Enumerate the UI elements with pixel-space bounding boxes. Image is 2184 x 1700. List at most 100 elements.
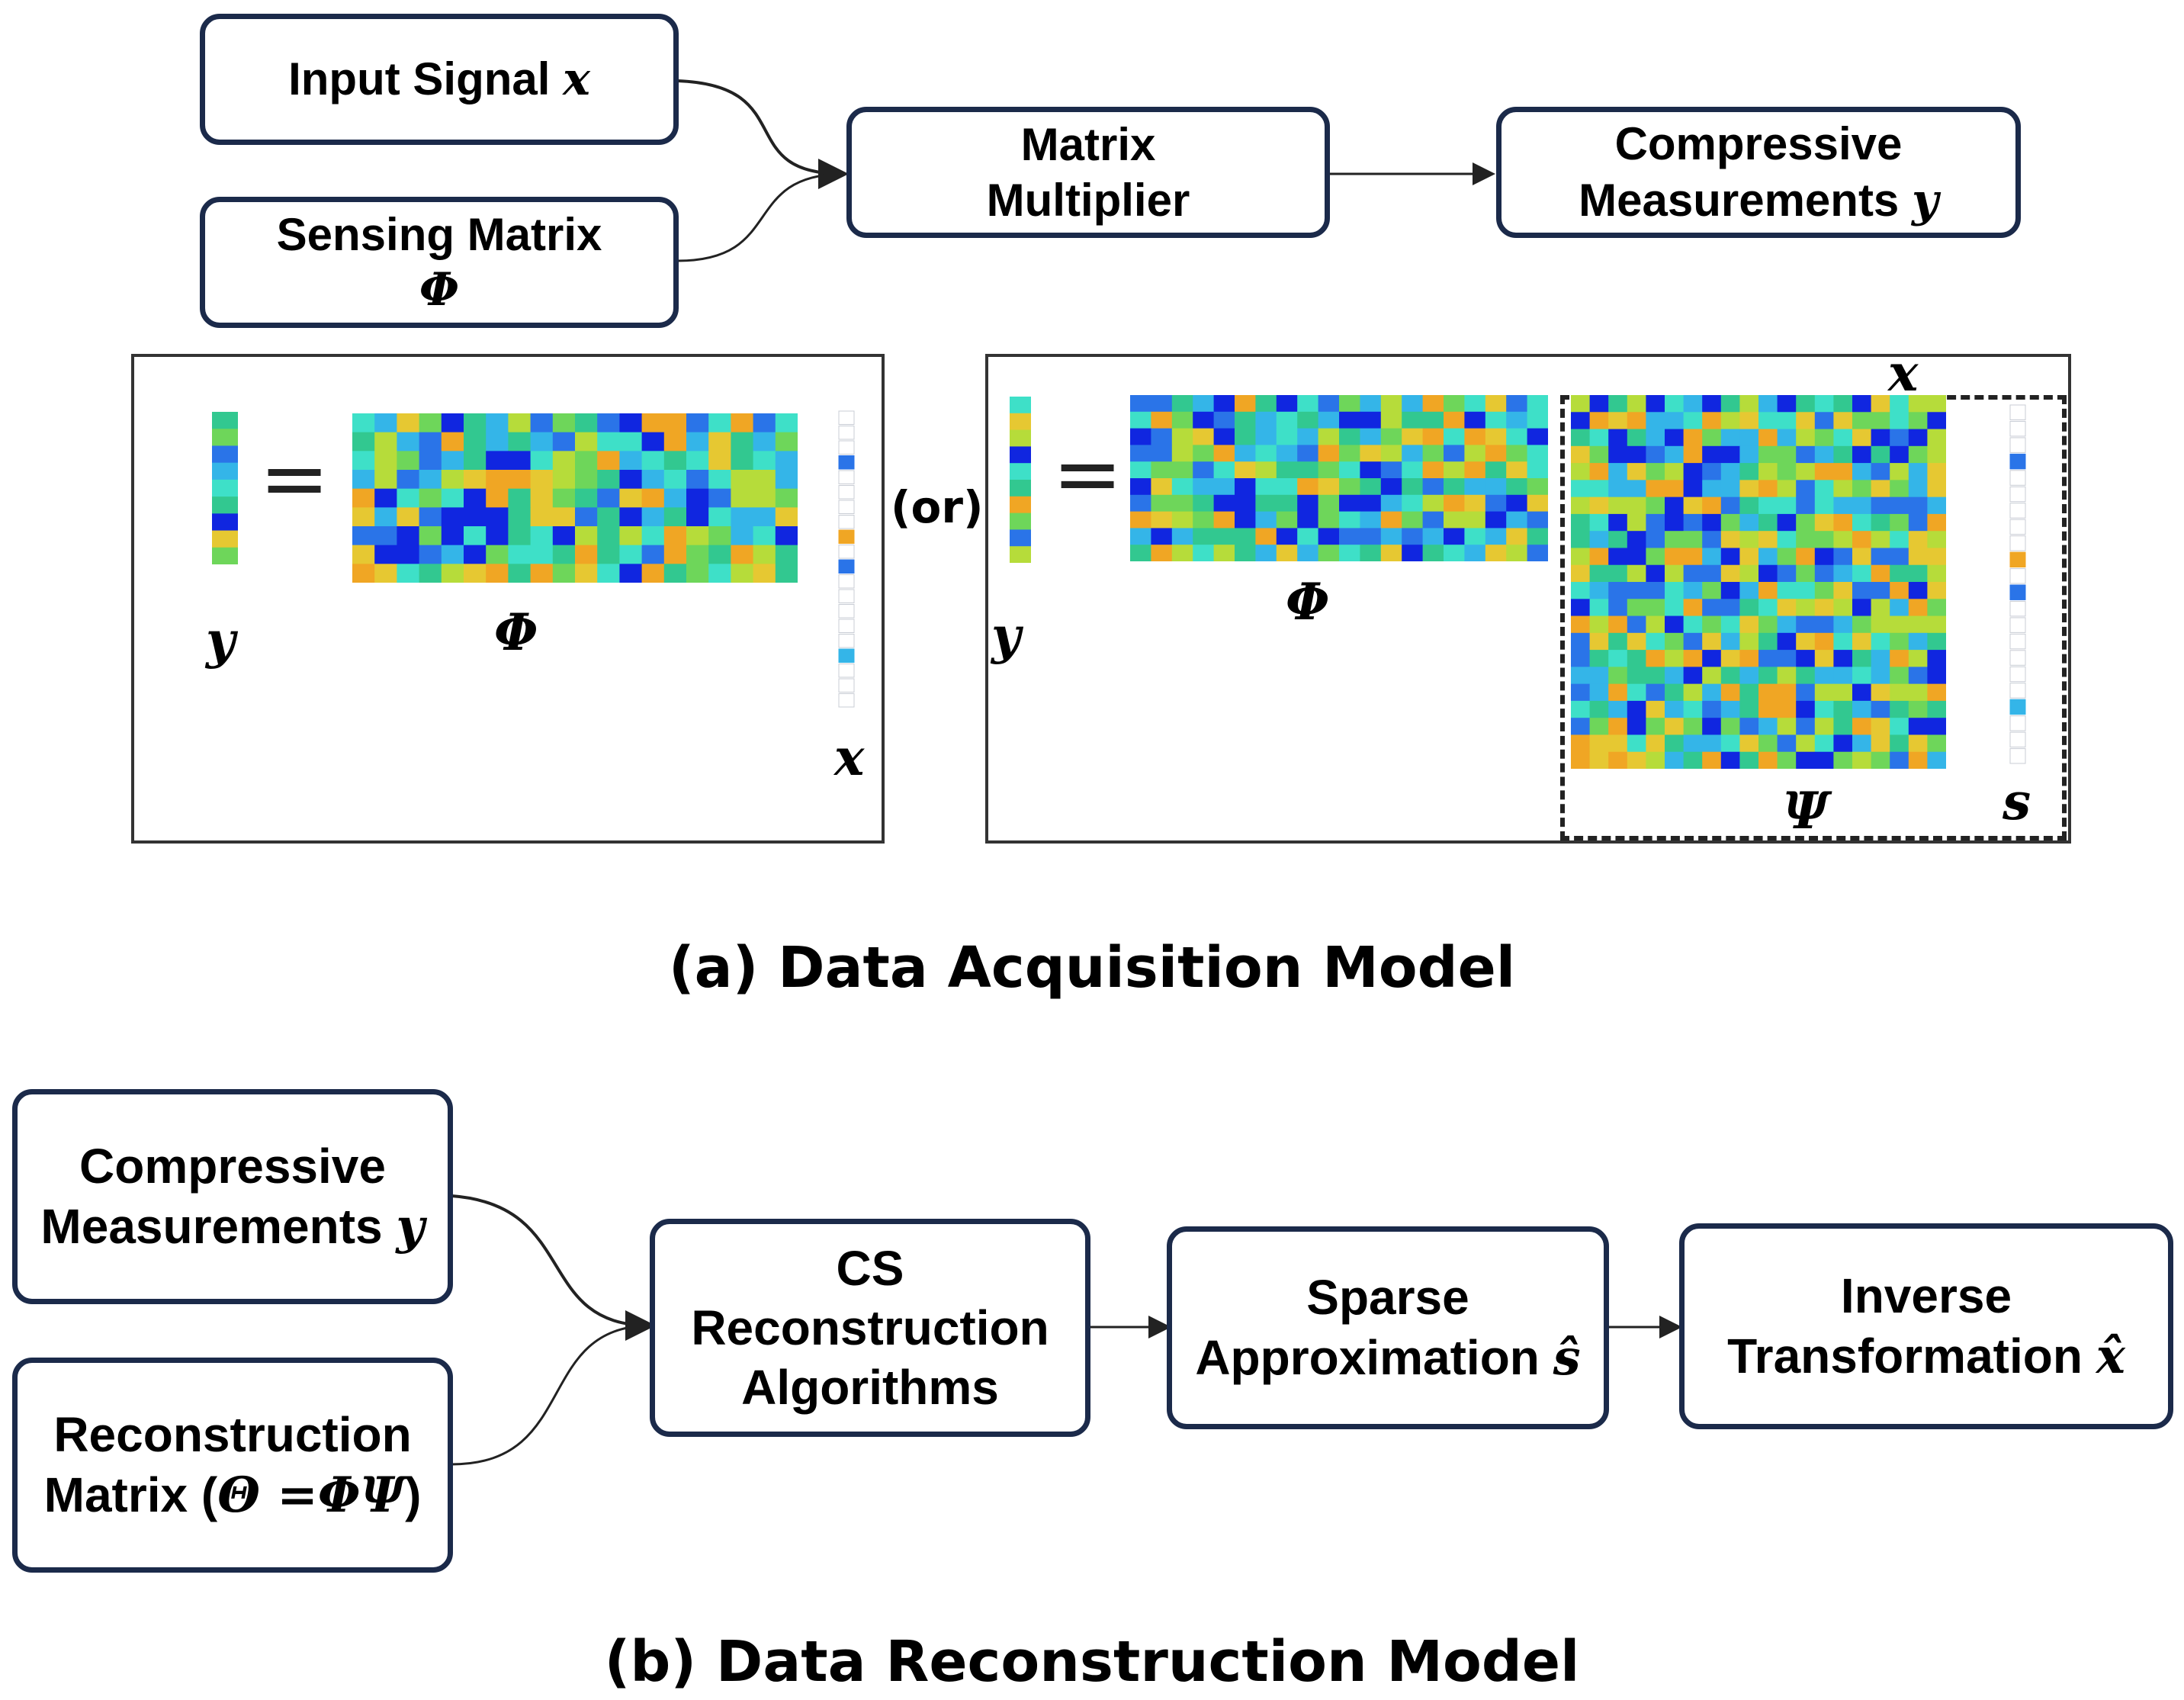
psi-matrix-cell bbox=[1833, 751, 1853, 769]
phi-matrix-cell bbox=[1235, 528, 1256, 545]
acquisition-caption: (a) Data Acquisition Model bbox=[668, 935, 1516, 1001]
psi-matrix-cell bbox=[1683, 429, 1703, 447]
psi-matrix-cell bbox=[1571, 548, 1591, 566]
psi-matrix-cell bbox=[1777, 667, 1797, 685]
phi-matrix-cell bbox=[1422, 545, 1444, 561]
phi-matrix-cell bbox=[1527, 511, 1548, 529]
matrix-multiplier-line2: Multiplier bbox=[986, 175, 1190, 226]
phi-matrix-cell bbox=[1276, 545, 1298, 561]
phi-matrix-cell bbox=[775, 488, 798, 508]
psi-matrix-cell bbox=[1758, 548, 1778, 566]
rec-compressive-measurements-var: y bbox=[396, 1197, 425, 1255]
psi-matrix-cell bbox=[1683, 497, 1703, 515]
phi-matrix-cell bbox=[1506, 395, 1528, 413]
phi-matrix-cell bbox=[686, 507, 709, 527]
phi-matrix-cell bbox=[1527, 411, 1548, 429]
phi-matrix-cell bbox=[597, 564, 620, 583]
psi-matrix-cell bbox=[1871, 582, 1890, 599]
rec-compressive-measurements-line1: Compressive bbox=[79, 1139, 386, 1194]
psi-matrix-cell bbox=[1927, 463, 1946, 480]
phi-matrix-cell bbox=[1402, 511, 1424, 529]
phi-matrix-cell bbox=[397, 488, 420, 508]
psi-matrix-cell bbox=[1608, 395, 1628, 413]
psi-matrix-cell bbox=[1608, 751, 1628, 769]
psi-matrix-cell bbox=[1814, 683, 1834, 702]
psi-matrix-cell bbox=[1739, 751, 1759, 769]
psi-matrix-cell bbox=[1777, 564, 1797, 583]
phi-matrix-cell bbox=[731, 564, 754, 583]
psi-matrix-cell bbox=[1608, 650, 1628, 667]
psi-matrix-cell bbox=[1627, 683, 1646, 702]
psi-matrix-cell bbox=[1608, 615, 1628, 634]
psi-matrix-cell bbox=[1608, 531, 1628, 548]
psi-matrix-cell bbox=[1777, 412, 1797, 430]
psi-matrix-cell bbox=[1589, 615, 1609, 634]
psi-matrix-cell bbox=[1890, 564, 1909, 583]
s-vector-cell bbox=[2009, 420, 2026, 437]
phi-matrix-cell bbox=[486, 507, 509, 527]
phi-matrix-cell bbox=[1193, 545, 1215, 561]
x-vector-cell bbox=[838, 470, 855, 484]
psi-matrix-cell bbox=[1646, 615, 1665, 634]
phi-matrix-cell bbox=[441, 432, 464, 452]
psi-matrix-cell bbox=[1739, 497, 1759, 515]
psi-matrix-cell bbox=[1739, 582, 1759, 599]
phi-matrix-cell bbox=[1485, 461, 1507, 479]
psi-matrix-cell bbox=[1646, 582, 1665, 599]
psi-matrix-cell bbox=[1608, 497, 1628, 515]
left-y-label: y bbox=[206, 610, 236, 670]
phi-matrix-cell bbox=[530, 470, 554, 490]
psi-matrix-cell bbox=[1814, 615, 1834, 634]
psi-matrix-cell bbox=[1890, 463, 1909, 480]
psi-matrix-cell bbox=[1871, 531, 1890, 548]
phi-matrix-cell bbox=[1130, 395, 1151, 413]
phi-matrix-cell bbox=[1527, 528, 1548, 545]
phi-matrix-cell bbox=[1255, 478, 1277, 496]
phi-matrix-cell bbox=[508, 488, 532, 508]
phi-matrix-cell bbox=[464, 564, 487, 583]
phi-matrix-cell bbox=[731, 488, 754, 508]
phi-matrix-cell bbox=[1527, 428, 1548, 445]
phi-matrix-cell bbox=[619, 451, 643, 471]
phi-matrix-cell bbox=[708, 526, 731, 546]
psi-matrix-cell bbox=[1852, 395, 1872, 413]
psi-matrix-cell bbox=[1665, 582, 1685, 599]
psi-matrix-cell bbox=[1833, 599, 1853, 617]
psi-matrix-cell bbox=[1777, 700, 1797, 718]
phi-matrix-cell bbox=[1360, 478, 1382, 496]
phi-matrix-cell bbox=[419, 488, 442, 508]
psi-matrix-cell bbox=[1571, 412, 1591, 430]
psi-matrix-cell bbox=[1758, 445, 1778, 464]
phi-matrix-cell bbox=[530, 488, 554, 508]
rec-compressive-measurements-line2: Measurements bbox=[40, 1198, 397, 1254]
psi-matrix-cell bbox=[1665, 412, 1685, 430]
psi-matrix-cell bbox=[1890, 615, 1909, 634]
psi-matrix-cell bbox=[1758, 615, 1778, 634]
phi-matrix-cell bbox=[753, 488, 776, 508]
right-s-label: s bbox=[2003, 772, 2031, 831]
psi-matrix-cell bbox=[1627, 445, 1646, 464]
psi-matrix-cell bbox=[1702, 718, 1722, 735]
psi-matrix-cell bbox=[1814, 480, 1834, 498]
phi-matrix-cell bbox=[663, 507, 687, 527]
psi-matrix-cell bbox=[1702, 513, 1722, 532]
phi-matrix-cell bbox=[663, 451, 687, 471]
psi-matrix-cell bbox=[1608, 445, 1628, 464]
psi-matrix-cell bbox=[1814, 751, 1834, 769]
psi-matrix-cell bbox=[1833, 734, 1853, 753]
y-vector-cell bbox=[1010, 413, 1031, 431]
phi-matrix-cell bbox=[775, 451, 798, 471]
psi-matrix-cell bbox=[1833, 513, 1853, 532]
psi-matrix-cell bbox=[1796, 395, 1816, 413]
psi-matrix-cell bbox=[1589, 548, 1609, 566]
psi-matrix-cell bbox=[1627, 564, 1646, 583]
psi-matrix-cell bbox=[1796, 582, 1816, 599]
right-psi-matrix bbox=[1571, 395, 1946, 769]
phi-matrix-cell bbox=[441, 507, 464, 527]
psi-matrix-cell bbox=[1871, 463, 1890, 480]
psi-matrix-cell bbox=[1758, 632, 1778, 651]
psi-matrix-cell bbox=[1890, 445, 1909, 464]
phi-matrix-cell bbox=[1444, 528, 1465, 545]
phi-matrix-cell bbox=[1318, 494, 1340, 513]
psi-matrix-cell bbox=[1720, 548, 1740, 566]
